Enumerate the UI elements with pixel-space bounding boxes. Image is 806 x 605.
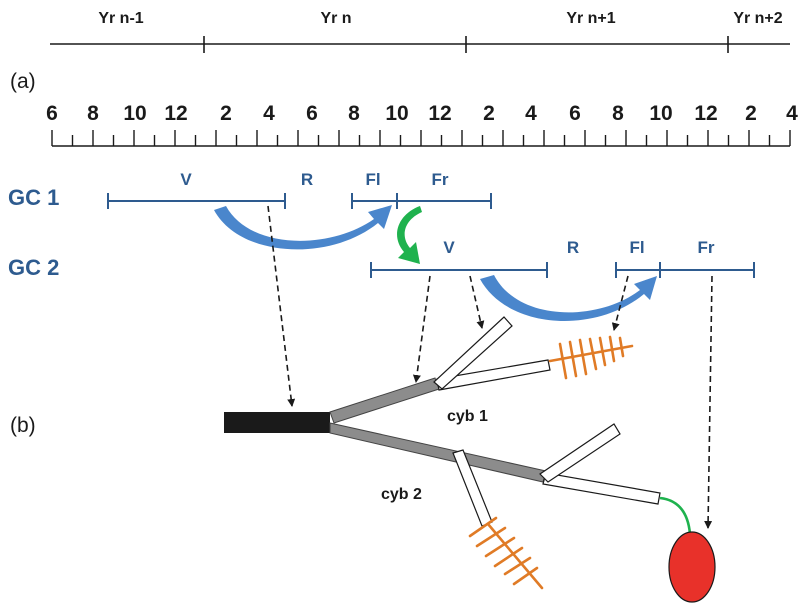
year-label-2: Yr n [320,10,351,27]
month-tick-label: 2 [220,102,232,125]
gc1-label: GC 1 [8,185,59,210]
gc2-label: GC 2 [8,255,59,280]
gc2-phase-fr: Fr [698,238,715,257]
fruit-peduncle [659,496,692,535]
month-tick-label: 4 [786,102,798,125]
month-tick-label: 10 [649,102,672,125]
gc1-phase-r: R [301,170,313,189]
month-tick-label: 2 [483,102,495,125]
gc1-phase-fr: Fr [432,170,449,189]
gc2-phase-r: R [567,238,579,257]
month-tick-label: 4 [525,102,537,125]
cyb1-grey-segment [329,377,440,424]
fruit [668,531,716,603]
month-scale: 6 8 10 12 2 4 6 8 10 12 2 4 6 8 10 12 2 … [46,102,798,147]
month-tick-label: 6 [569,102,581,125]
month-tick-label: 6 [46,102,58,125]
month-tick-label: 12 [694,102,717,125]
gc2-transition-arrow [480,275,657,321]
year-label-1: Yr n-1 [98,10,143,27]
cyb2-label: cyb 2 [381,486,422,503]
cyb2-white-shoot [542,472,661,505]
month-tick-label: 10 [385,102,408,125]
panel-b-label: (b) [10,414,36,437]
connector-gc2-v-to-cyb1 [412,275,431,383]
gc2-phase-fl: Fl [629,238,644,257]
plant-structure: cyb 1 cyb 2 [224,316,716,603]
gc1-phase-fl: Fl [365,170,380,189]
month-tick-label: 2 [745,102,757,125]
year-label-3: Yr n+1 [566,10,615,27]
cyb2-grey-segment [329,422,547,483]
month-tick-label: 6 [306,102,318,125]
connector-gc1-v-to-old-wood [267,205,296,407]
gc1-to-gc2-arrow [397,206,422,264]
month-tick-label: 8 [612,102,624,125]
panel-a-label: (a) [10,70,36,93]
inflorescence-bottom [468,516,544,590]
year-timeline: Yr n-1 Yr n Yr n+1 Yr n+2 [50,10,790,53]
cyb1-label: cyb 1 [447,408,488,425]
dashed-connectors [267,205,713,529]
cyb2-white-bud [539,423,621,483]
month-tick-label: 4 [263,102,275,125]
year-label-4: Yr n+2 [733,10,782,27]
inflorescence-top [548,335,634,380]
growth-cycle-2: GC 2 V R Fl Fr [8,238,755,280]
gc1-phase-v: V [180,170,192,189]
connector-gc2-v-to-bud [469,275,485,329]
old-wood-segment [224,412,330,433]
month-tick-label: 12 [428,102,451,125]
month-tick-label: 8 [87,102,99,125]
cyb1-white-bud [433,316,513,390]
month-tick-label: 8 [348,102,360,125]
gc2-phase-v: V [443,238,455,257]
month-tick-label: 12 [164,102,187,125]
gc1-transition-arrow [214,205,392,250]
growth-cycle-1: GC 1 V R Fl Fr [8,170,492,210]
month-tick-label: 10 [123,102,146,125]
connector-gc2-fr-to-fruit [704,275,713,529]
